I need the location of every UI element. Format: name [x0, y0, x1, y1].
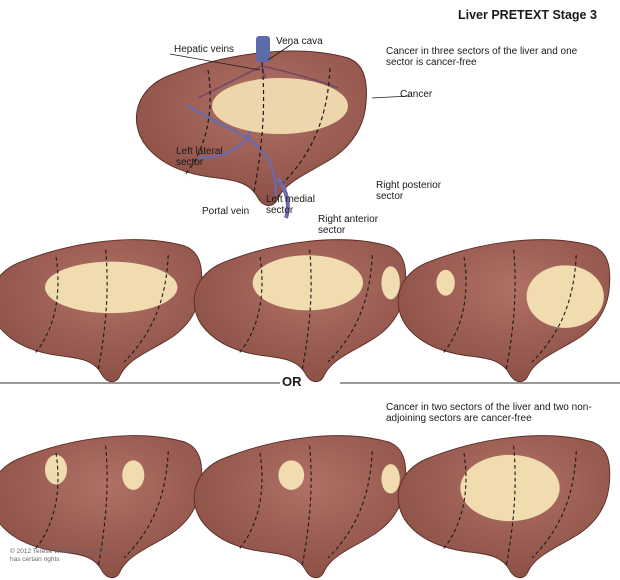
- label-cancer: Cancer: [400, 89, 433, 100]
- label-vena-cava: Vena cava: [276, 36, 323, 47]
- label-right-anterior-sector: Right anterior sector: [318, 214, 379, 236]
- main-liver: [135, 36, 367, 219]
- label-portal-vein: Portal vein: [202, 206, 250, 217]
- liver-row3-2: [193, 435, 407, 579]
- vena-cava: [256, 36, 270, 62]
- description-two-sectors: Cancer in two sectors of the liver and t…: [386, 402, 592, 424]
- liver-row2-2: [193, 239, 407, 383]
- portal-vein: [276, 176, 290, 219]
- label-hepatic-veins: Hepatic veins: [174, 44, 235, 55]
- label-left-medial-sector: Left medial sector: [266, 194, 315, 216]
- credit-text: © 2012 Terese Winslow U.S. Govt. has cer…: [10, 548, 111, 563]
- liver-row3-1: [0, 435, 203, 579]
- cancer-region: [212, 78, 348, 134]
- or-label: OR: [282, 374, 302, 389]
- label-right-posterior-sector: Right posterior sector: [376, 180, 442, 202]
- liver-row2-1: [0, 239, 203, 383]
- label-left-lateral-sector: Left lateral sector: [176, 146, 223, 168]
- description-three-sectors: Cancer in three sectors of the liver and…: [386, 46, 578, 68]
- page-title: Liver PRETEXT Stage 3: [458, 8, 597, 22]
- liver-row3-3: [397, 435, 611, 579]
- liver-row2-3: [397, 239, 611, 383]
